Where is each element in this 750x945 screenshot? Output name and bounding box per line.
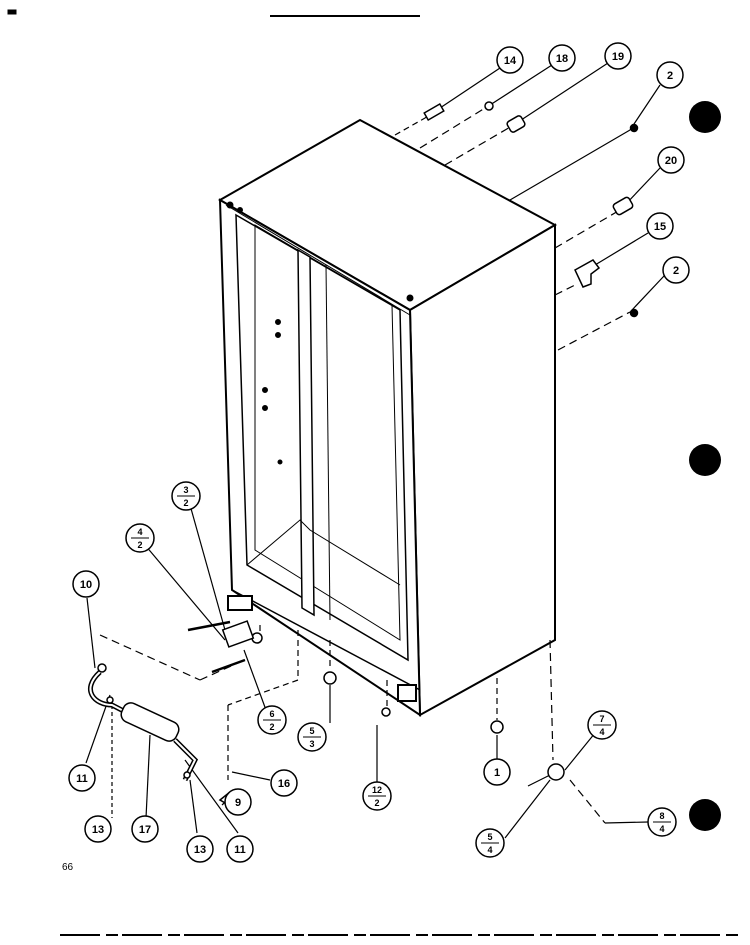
callout-8-over-4: 84 xyxy=(647,807,677,837)
svg-text:5: 5 xyxy=(309,726,314,736)
svg-text:4: 4 xyxy=(137,527,142,537)
svg-text:9: 9 xyxy=(235,797,241,809)
svg-text:20: 20 xyxy=(665,155,677,167)
callout-20: 20 xyxy=(657,146,685,174)
part-3-screw xyxy=(187,620,231,632)
svg-text:16: 16 xyxy=(278,778,290,790)
part-5-leveler xyxy=(323,671,337,685)
binder-hole-bottom xyxy=(689,799,721,831)
part-4-screw xyxy=(211,658,246,674)
svg-text:3: 3 xyxy=(309,739,314,749)
callout-11-left: 11 xyxy=(68,764,96,792)
svg-text:14: 14 xyxy=(504,55,517,67)
part-5-roller xyxy=(547,763,565,781)
part-2-screw-top xyxy=(629,123,639,133)
callout-2-lower: 2 xyxy=(662,256,690,284)
svg-text:2: 2 xyxy=(673,265,679,277)
svg-text:8: 8 xyxy=(659,811,664,821)
callout-9: 9 xyxy=(224,788,252,816)
part-18-washer xyxy=(484,101,494,111)
callout-17: 17 xyxy=(131,815,159,843)
callout-19: 19 xyxy=(604,42,632,70)
part-12-screw xyxy=(381,707,391,717)
svg-text:4: 4 xyxy=(659,824,664,834)
callout-13-left: 13 xyxy=(84,815,112,843)
svg-text:2: 2 xyxy=(667,70,673,82)
callout-5-over-4: 54 xyxy=(475,828,505,858)
binder-holes xyxy=(689,101,721,831)
callout-12-over-2: 122 xyxy=(362,781,392,811)
binder-hole-top xyxy=(689,101,721,133)
callout-2-top: 2 xyxy=(656,61,684,89)
part-17-tube xyxy=(120,702,180,742)
svg-text:17: 17 xyxy=(139,824,151,836)
svg-text:19: 19 xyxy=(612,51,624,63)
svg-text:15: 15 xyxy=(654,221,666,233)
svg-text:13: 13 xyxy=(92,824,104,836)
svg-text:11: 11 xyxy=(76,773,88,785)
part-19-bushing xyxy=(506,115,526,133)
svg-text:2: 2 xyxy=(183,498,188,508)
part-15-hinge xyxy=(574,259,601,288)
cabinet xyxy=(217,118,558,717)
callout-5-over-3: 53 xyxy=(297,722,327,752)
part-20-bushing xyxy=(612,196,634,216)
part-1-leveler xyxy=(490,720,504,734)
part-11-clamp-b xyxy=(183,771,191,779)
svg-text:13: 13 xyxy=(194,844,206,856)
binder-hole-middle xyxy=(689,444,721,476)
callout-4-over-2: 42 xyxy=(125,523,155,553)
fraction-callouts: 32 42 62 53 122 74 84 54 xyxy=(125,481,677,858)
page-number: 66 xyxy=(62,862,74,873)
callout-7-over-4: 74 xyxy=(587,710,617,740)
svg-text:5: 5 xyxy=(487,832,492,842)
svg-text:6: 6 xyxy=(269,709,274,719)
svg-text:2: 2 xyxy=(374,798,379,808)
scan-artifacts xyxy=(7,9,740,936)
callout-13-right: 13 xyxy=(186,835,214,863)
leader-lines xyxy=(85,62,665,839)
callout-14: 14 xyxy=(496,46,524,74)
part-2-screw-lower xyxy=(629,308,639,318)
callout-3-over-2: 32 xyxy=(171,481,201,511)
svg-text:3: 3 xyxy=(183,485,188,495)
callout-6-over-2: 62 xyxy=(257,705,287,735)
drain-tube-assembly xyxy=(87,663,199,782)
svg-text:12: 12 xyxy=(372,785,382,795)
svg-text:2: 2 xyxy=(137,540,142,550)
callouts: 14 18 19 2 20 15 2 1 9 16 10 11 11 13 13… xyxy=(68,42,690,863)
part-6-hinge-bracket xyxy=(221,620,255,648)
callout-15: 15 xyxy=(646,212,674,240)
callout-1: 1 xyxy=(483,758,511,786)
part-14-hinge-pin xyxy=(423,103,445,121)
callout-18: 18 xyxy=(548,44,576,72)
svg-text:10: 10 xyxy=(80,579,92,591)
svg-text:2: 2 xyxy=(269,722,274,732)
callout-10: 10 xyxy=(72,570,100,598)
callout-16: 16 xyxy=(270,769,298,797)
svg-text:4: 4 xyxy=(599,727,604,737)
part-10-end xyxy=(97,663,107,673)
svg-text:18: 18 xyxy=(556,53,568,65)
svg-text:1: 1 xyxy=(494,767,500,779)
callout-11-right: 11 xyxy=(226,835,254,863)
svg-text:7: 7 xyxy=(599,714,604,724)
svg-text:11: 11 xyxy=(234,844,246,856)
part-11-clamp xyxy=(106,696,114,704)
svg-text:4: 4 xyxy=(487,845,492,855)
